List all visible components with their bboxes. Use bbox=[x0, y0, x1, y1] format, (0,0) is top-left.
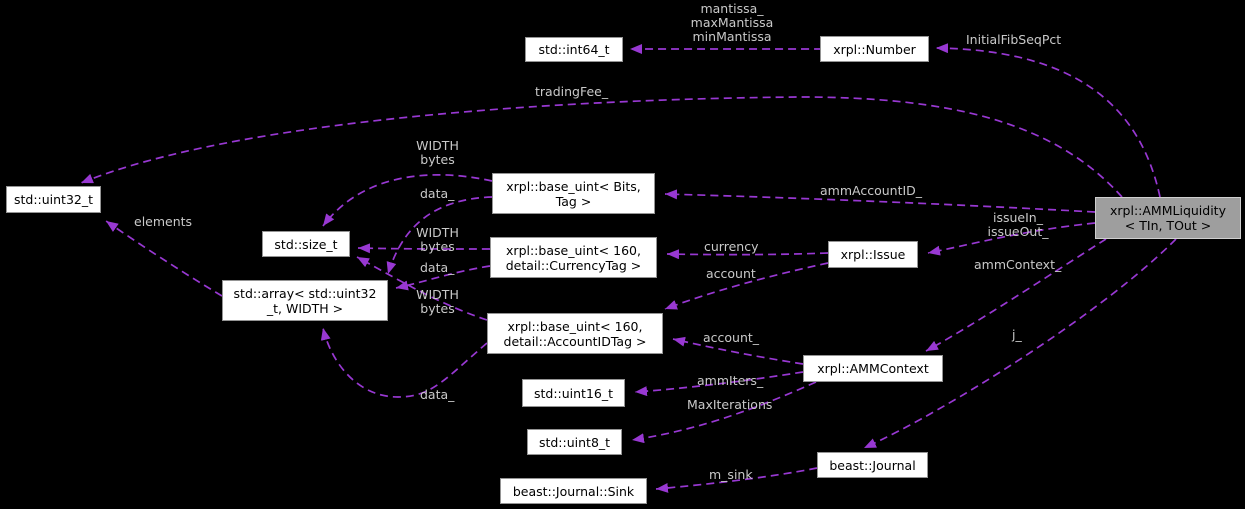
node-base-uint-currencytag[interactable]: xrpl::base_uint< 160, detail::CurrencyTa… bbox=[490, 237, 657, 278]
edge-label-ammAccountID: ammAccountID_ bbox=[820, 183, 923, 198]
node-std-uint16-t: std::uint16_t bbox=[522, 379, 625, 407]
edge-label-tradingFee: tradingFee_ bbox=[535, 84, 609, 99]
edge-width-bytes-3 bbox=[356, 256, 488, 321]
node-base-uint-bits-tag[interactable]: xrpl::base_uint< Bits, Tag > bbox=[492, 173, 655, 214]
node-xrpl-ammcontext[interactable]: xrpl::AMMContext bbox=[803, 355, 943, 382]
edge-label-currency: currency bbox=[704, 239, 759, 254]
edge-label-m-sink: m_sink bbox=[709, 467, 753, 482]
edge-account bbox=[664, 262, 829, 310]
node-std-size-t: std::size_t bbox=[262, 231, 350, 257]
edge-label-j: j_ bbox=[1012, 327, 1022, 342]
edge-ammContext bbox=[925, 238, 1107, 352]
edge-label-account: account bbox=[706, 266, 756, 281]
edge-tradingFee bbox=[80, 96, 1123, 198]
edge-label-account-member: account_ bbox=[703, 330, 760, 345]
edge-label-mantissa: mantissa_ maxMantissa minMantissa bbox=[690, 1, 774, 44]
edge-ammIters bbox=[634, 371, 804, 397]
edge-label-initialFibSeqPct: InitialFibSeqPct bbox=[966, 32, 1062, 47]
node-base-uint-accountidtag[interactable]: xrpl::base_uint< 160, detail::AccountIDT… bbox=[487, 313, 663, 354]
edge-initialFibSeqPct bbox=[935, 43, 1161, 198]
edge-data-1 bbox=[386, 196, 493, 275]
edge-data-3 bbox=[320, 327, 488, 398]
node-xrpl-number[interactable]: xrpl::Number bbox=[820, 36, 929, 62]
edge-label-maxIterations: MaxIterations bbox=[687, 397, 773, 412]
node-beast-journal-sink[interactable]: beast::Journal::Sink bbox=[500, 478, 647, 504]
edge-ammAccountID bbox=[664, 189, 1096, 213]
node-std-array: std::array< std::uint32 _t, WIDTH > bbox=[222, 280, 388, 321]
edge-maxIterations bbox=[631, 381, 817, 444]
edge-currency bbox=[666, 249, 829, 260]
edge-width-bytes-1 bbox=[322, 174, 493, 227]
edge-label-data-1: data_ bbox=[420, 186, 455, 201]
edge-label-width-bytes-1: WIDTH bytes bbox=[416, 138, 459, 167]
node-std-uint8-t: std::uint8_t bbox=[527, 429, 622, 455]
edge-label-width-bytes-2: WIDTH bytes bbox=[416, 225, 459, 254]
node-std-uint32-t: std::uint32_t bbox=[6, 186, 101, 213]
edge-label-elements: elements bbox=[134, 214, 193, 229]
node-xrpl-ammliquidity: xrpl::AMMLiquidity < TIn, TOut > bbox=[1095, 197, 1241, 239]
node-beast-journal[interactable]: beast::Journal bbox=[817, 452, 928, 478]
edge-label-data-3: data_ bbox=[420, 387, 455, 402]
edge-label-issueInOut: issueIn_ issueOut_ bbox=[987, 210, 1049, 239]
edge-width-bytes-2 bbox=[357, 243, 491, 254]
edge-label-width-bytes-3: WIDTH bytes bbox=[416, 287, 459, 316]
node-xrpl-issue[interactable]: xrpl::Issue bbox=[828, 241, 918, 268]
edge-issueInOut bbox=[927, 222, 1096, 256]
edge-account-member bbox=[672, 336, 804, 365]
edge-m-sink bbox=[655, 467, 818, 493]
edge-label-ammIters: ammIters_ bbox=[697, 373, 764, 388]
edge-label-data-2: data_ bbox=[420, 260, 455, 275]
edge-elements bbox=[105, 220, 223, 297]
edge-j bbox=[863, 238, 1177, 449]
edge-label-ammContext: ammContext_ bbox=[974, 257, 1062, 272]
node-std-int64-t: std::int64_t bbox=[525, 37, 623, 62]
